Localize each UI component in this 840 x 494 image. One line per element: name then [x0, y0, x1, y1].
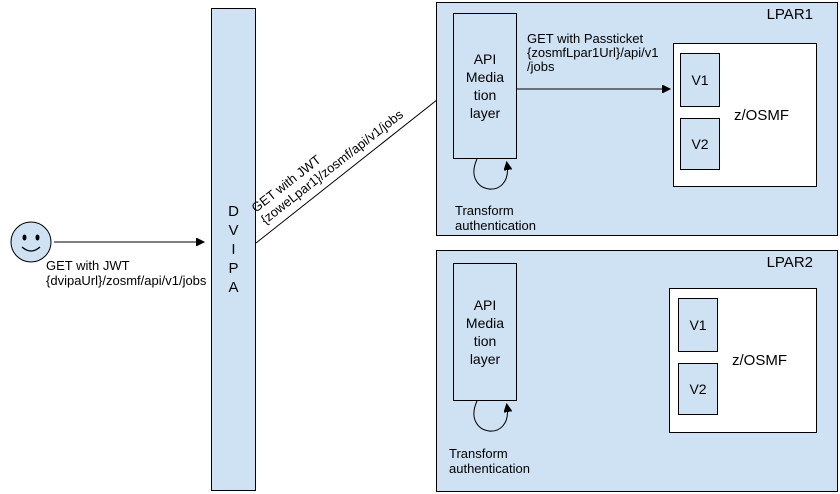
api-mediation-line: tion	[473, 333, 497, 349]
request-label-line: GET with Passticket	[527, 31, 644, 46]
zosmf-v2-label: V2	[691, 136, 709, 152]
transform-loop-lpar1	[473, 158, 529, 190]
request-label-line: /jobs	[527, 59, 555, 74]
request-label-passticket: GET with Passticket {zosmfLpar1Url}/api/…	[527, 32, 659, 74]
api-mediation-box-lpar2: API Media tion layer	[453, 263, 517, 401]
arrow-api-to-zosmf-lpar1	[517, 83, 677, 95]
api-mediation-label: API Media tion layer	[454, 264, 516, 400]
api-mediation-line: layer	[469, 351, 501, 367]
zosmf-v2-box: V2	[678, 363, 718, 415]
api-mediation-line: API	[473, 297, 497, 313]
dvipa-box: D V I P A	[211, 8, 256, 491]
request-label-line: {zosmfLpar1Url}/api/v1	[527, 45, 659, 60]
request-label-user-to-dvipa: GET with JWT {dvipaUrl}/zosmf/api/v1/job…	[46, 258, 206, 288]
zosmf-v1-box: V1	[678, 298, 718, 352]
zosmf-label: z/OSMF	[734, 106, 789, 124]
dvipa-letter: P	[228, 260, 239, 277]
zosmf-label: z/OSMF	[732, 352, 787, 369]
transform-label-line: authentication	[455, 218, 536, 233]
request-label-line: {dvipaUrl}/zosmf/api/v1/jobs	[46, 273, 207, 288]
transform-label-lpar1: Transform authentication	[455, 203, 536, 233]
zosmf-box-lpar1: V1 V2 z/OSMF	[673, 43, 817, 187]
zosmf-v1-label: V1	[689, 317, 707, 333]
transform-label-line: authentication	[449, 461, 530, 476]
zosmf-v1-label: V1	[691, 72, 709, 88]
dvipa-label: D V I P A	[212, 9, 255, 490]
zosmf-v1-box: V1	[680, 53, 720, 107]
zosmf-box-lpar2: V1 V2 z/OSMF	[669, 288, 817, 433]
lpar1-box: LPAR1 API Media tion layer GET with Pass…	[436, 2, 838, 236]
user-smiley-icon	[10, 221, 52, 263]
transform-loop-lpar2	[473, 400, 529, 432]
dvipa-letter: I	[231, 241, 236, 258]
lpar2-box: LPAR2 API Media tion layer V1 V2 z/OSMF	[436, 250, 838, 492]
api-mediation-line: Media	[465, 315, 505, 331]
arrow-dvipa-to-lpar1	[255, 83, 456, 244]
request-label-line: GET with JWT	[46, 258, 130, 273]
api-mediation-line: Media	[465, 69, 505, 85]
lpar1-title: LPAR1	[766, 6, 813, 23]
api-mediation-box-lpar1: API Media tion layer	[453, 13, 517, 159]
transform-label-line: Transform	[455, 203, 514, 218]
api-mediation-line: tion	[473, 87, 497, 103]
api-mediation-label: API Media tion layer	[454, 14, 516, 158]
api-mediation-line: API	[473, 51, 497, 67]
dvipa-letter: D	[228, 203, 239, 220]
api-mediation-line: layer	[469, 105, 501, 121]
dvipa-letter: A	[228, 279, 239, 296]
zosmf-v2-label: V2	[689, 381, 707, 397]
zosmf-v2-box: V2	[680, 118, 720, 170]
dvipa-letter: V	[228, 222, 239, 239]
arrow-user-to-dvipa	[54, 236, 212, 248]
lpar2-title: LPAR2	[766, 254, 813, 271]
transform-label-line: Transform	[449, 446, 508, 461]
transform-label-lpar2: Transform authentication	[449, 446, 530, 476]
